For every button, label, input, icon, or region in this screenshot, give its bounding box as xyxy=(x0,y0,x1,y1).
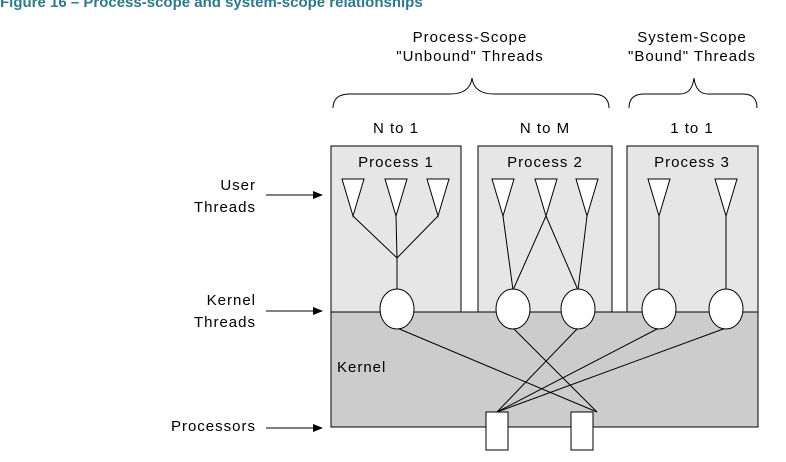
kernel-thread-3 xyxy=(560,288,596,330)
figure-caption: Figure 16 – Process-scope and system-sco… xyxy=(0,0,423,11)
processors-label: Processors xyxy=(171,418,256,435)
kernel-label: Kernel xyxy=(337,359,386,376)
user-thread-6 xyxy=(575,178,599,218)
system-scope-heading: System-Scope xyxy=(637,29,747,46)
process-scope-subheading: "Unbound" Threads xyxy=(396,48,543,65)
kernel-threads-label-line1: Kernel xyxy=(207,292,256,309)
kernel-thread-1 xyxy=(379,288,415,330)
model-n-to-1-label: N to 1 xyxy=(373,120,419,137)
thread-mapping-lines xyxy=(352,215,727,413)
user-thread-4 xyxy=(491,178,515,218)
user-threads-label-line1: User xyxy=(220,177,256,194)
user-thread-5 xyxy=(534,178,558,218)
kernel-region xyxy=(330,311,759,428)
kernel-thread-5 xyxy=(708,288,744,330)
user-thread-1 xyxy=(341,178,365,218)
model-n-to-m-label: N to M xyxy=(520,120,570,137)
model-1-to-1-label: 1 to 1 xyxy=(670,120,714,137)
user-thread-8 xyxy=(714,178,738,218)
process-scope-brace xyxy=(332,77,610,109)
process-3-label: Process 3 xyxy=(654,154,730,171)
kernel-thread-2 xyxy=(495,288,531,330)
user-thread-7 xyxy=(647,178,671,218)
user-thread-2 xyxy=(384,178,408,218)
process-1-label: Process 1 xyxy=(358,154,434,171)
kernel-threads-label-line2: Threads xyxy=(194,314,256,331)
kernel-thread-4 xyxy=(641,288,677,330)
process-2-box xyxy=(477,145,613,313)
processor-1 xyxy=(485,411,509,451)
process-3-box xyxy=(626,145,759,313)
user-threads-label-line2: Threads xyxy=(194,199,256,216)
process-2-label: Process 2 xyxy=(507,154,583,171)
process-scope-heading: Process-Scope xyxy=(413,29,528,46)
processor-2 xyxy=(570,411,594,451)
system-scope-brace xyxy=(628,77,758,109)
system-scope-subheading: "Bound" Threads xyxy=(628,48,756,65)
user-thread-3 xyxy=(426,178,450,218)
